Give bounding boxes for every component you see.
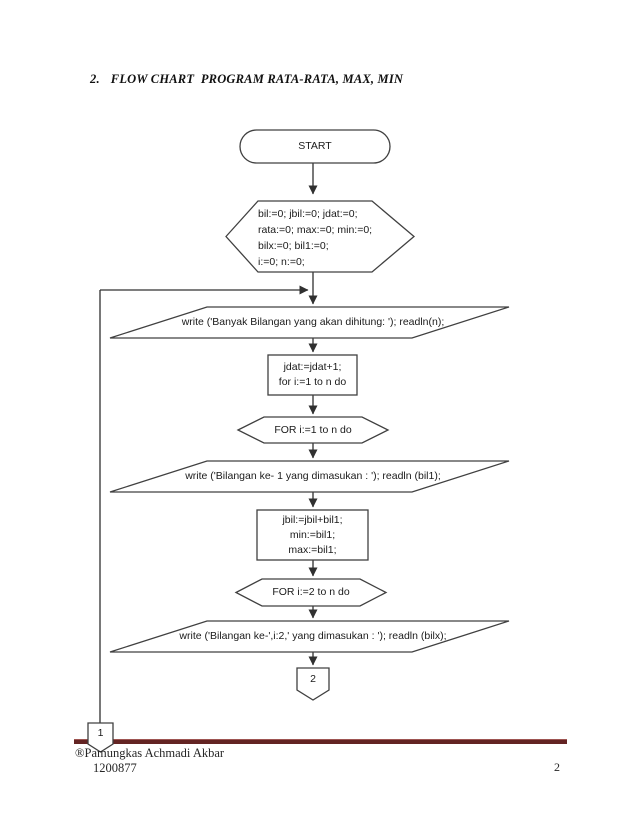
process-counter-shape xyxy=(267,354,358,396)
process-minmax-shape xyxy=(256,509,369,561)
footer-rule xyxy=(74,739,567,744)
offpage-connector-1-shape xyxy=(87,722,114,753)
input-count-shape xyxy=(109,306,510,339)
start-terminator-shape xyxy=(239,129,391,164)
footer-author: ®Pamungkas Achmadi Akbar xyxy=(75,746,225,760)
loop-rest-shape xyxy=(234,578,388,607)
input-rest-shape xyxy=(109,620,510,653)
input-first-shape xyxy=(109,460,510,493)
loop-first-shape xyxy=(236,416,390,444)
page-number: 2 xyxy=(554,760,560,774)
page-title: 2. FLOW CHART PROGRAM RATA-RATA, MAX, MI… xyxy=(90,72,403,87)
offpage-connector-2-shape xyxy=(296,667,330,701)
init-preparation-shape xyxy=(225,200,416,273)
title-number: 2. xyxy=(90,72,100,86)
title-text: FLOW CHART PROGRAM RATA-RATA, MAX, MIN xyxy=(110,72,404,86)
footer-id-number: 1200877 xyxy=(93,761,137,775)
